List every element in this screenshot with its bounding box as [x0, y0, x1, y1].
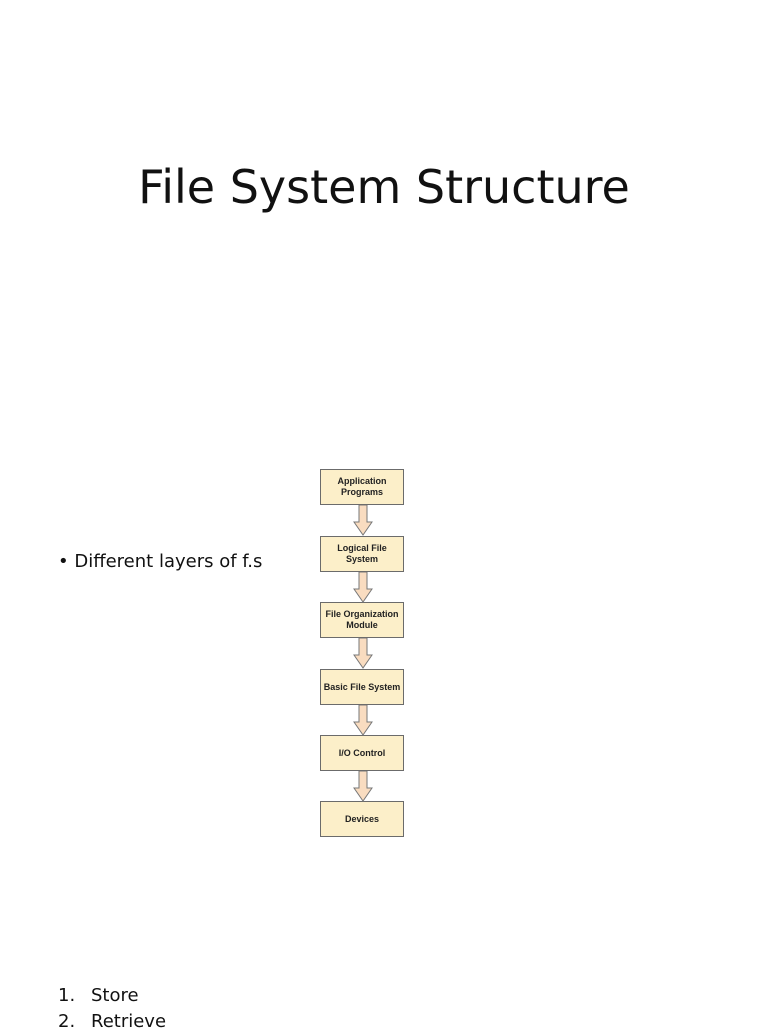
slide-title: File System Structure [138, 160, 630, 214]
down-arrow-icon [353, 705, 373, 736]
list-number: 1. [58, 985, 76, 1006]
list-item: 2. Retrieve [58, 1009, 166, 1035]
layer-box-basic-file-system: Basic File System [320, 669, 404, 705]
layer-box-application-programs: Application Programs [320, 469, 404, 505]
bullet-item: • Different layers of f.s [58, 551, 263, 572]
layer-box-logical-file-system: Logical File System [320, 536, 404, 572]
layer-box-io-control: I/O Control [320, 735, 404, 771]
down-arrow-icon [353, 638, 373, 669]
list-text: Retrieve [91, 1011, 167, 1032]
bullet-text: Different layers of f.s [74, 551, 263, 572]
layer-box-file-organization-module: File Organization Module [320, 602, 404, 638]
layer-box-devices: Devices [320, 801, 404, 837]
down-arrow-icon [353, 505, 373, 536]
list-text: Store [91, 985, 139, 1006]
down-arrow-icon [353, 771, 373, 802]
list-item: 1. Store [58, 983, 166, 1009]
list-number: 2. [58, 1011, 76, 1032]
numbered-list: 1. Store 2. Retrieve [58, 983, 166, 1035]
down-arrow-icon [353, 572, 373, 603]
